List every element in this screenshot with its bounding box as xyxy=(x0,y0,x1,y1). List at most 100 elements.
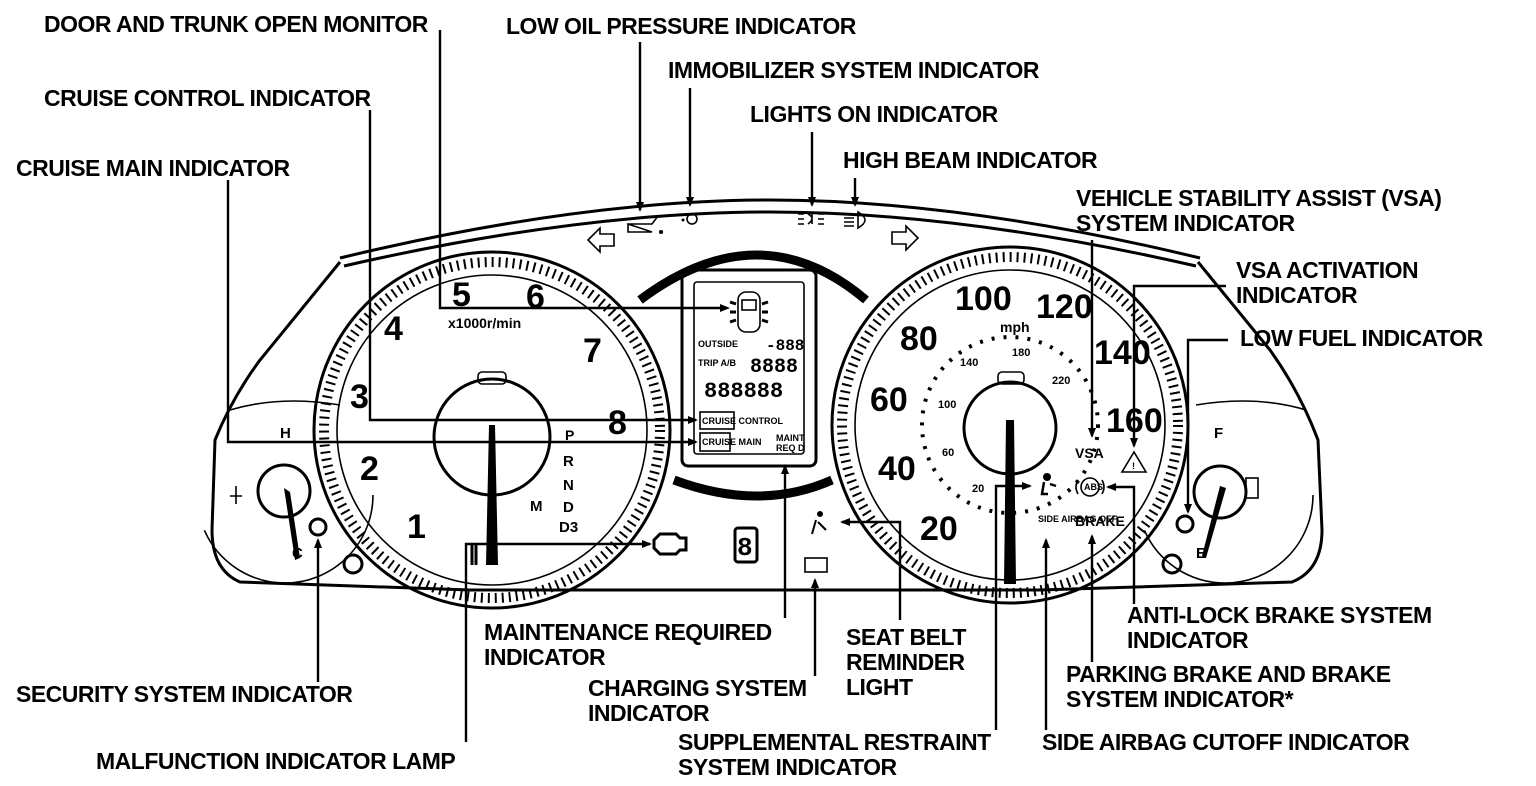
security-lamp xyxy=(308,517,328,537)
seatbelt-icon xyxy=(811,511,827,535)
tach-num-1: 1 xyxy=(407,508,426,546)
display-outside-value: -888 xyxy=(766,337,804,355)
label-parking-2: SYSTEM INDICATOR* xyxy=(1066,686,1294,712)
label-cruise-main: CRUISE MAIN INDICATOR xyxy=(16,155,290,181)
battery-icon xyxy=(804,557,828,573)
speedometer: 20 40 60 80 100 120 140 160 mph 20 60 10… xyxy=(830,245,1190,605)
label-door-trunk: DOOR AND TRUNK OPEN MONITOR xyxy=(44,11,429,37)
kmh-num-100: 100 xyxy=(938,399,956,411)
label-srs-2: SYSTEM INDICATOR xyxy=(678,754,897,780)
leader-lines xyxy=(226,30,1228,742)
label-high-beam: HIGH BEAM INDICATOR xyxy=(843,147,1098,173)
display-trip: TRIP A/B xyxy=(698,358,737,368)
immobilizer-icon xyxy=(681,213,698,225)
vsa-lamp-text: VSA xyxy=(1075,445,1104,461)
tach-num-4: 4 xyxy=(384,310,403,348)
gear-d3: D3 xyxy=(559,519,578,536)
kmh-num-60: 60 xyxy=(942,447,954,459)
kmh-num-140: 140 xyxy=(960,357,978,369)
label-immobilizer: IMMOBILIZER SYSTEM INDICATOR xyxy=(668,57,1040,83)
tach-num-2: 2 xyxy=(360,450,379,488)
kmh-num-180: 180 xyxy=(1012,347,1030,359)
svg-text:ABS: ABS xyxy=(1084,482,1103,492)
temp-cold: C xyxy=(292,545,303,562)
kmh-num-20: 20 xyxy=(972,483,984,495)
maint-required-text-2: REQ D xyxy=(776,443,805,453)
label-vsa-2: SYSTEM INDICATOR xyxy=(1076,210,1295,236)
manual-icon xyxy=(470,544,478,565)
fuel-pump-icon xyxy=(1245,477,1259,499)
display-odo-value: 888888 xyxy=(704,379,783,404)
label-security: SECURITY SYSTEM INDICATOR xyxy=(16,681,353,707)
speed-num-120: 120 xyxy=(1036,288,1093,326)
top-indicators xyxy=(586,210,920,254)
vsa-activation-icon: ! xyxy=(1120,450,1148,473)
speed-num-20: 20 xyxy=(920,510,958,548)
label-abs-1: ANTI-LOCK BRAKE SYSTEM xyxy=(1127,602,1432,628)
lights-on-icon xyxy=(798,213,824,225)
svg-text:CRUISE CONTROL: CRUISE CONTROL xyxy=(702,416,784,426)
speed-num-80: 80 xyxy=(900,320,938,358)
label-cruise-control: CRUISE CONTROL INDICATOR xyxy=(44,85,372,111)
tach-num-8: 8 xyxy=(608,404,627,442)
label-low-fuel: LOW FUEL INDICATOR xyxy=(1240,325,1484,351)
speed-num-140: 140 xyxy=(1094,334,1151,372)
label-vsa-act-2: INDICATOR xyxy=(1236,282,1358,308)
tach-num-5: 5 xyxy=(452,276,471,314)
label-seatbelt-1: SEAT BELT xyxy=(846,624,966,650)
fuel-empty: E xyxy=(1196,545,1206,562)
label-mil: MALFUNCTION INDICATOR LAMP xyxy=(96,748,455,774)
turn-right-arrow-icon xyxy=(891,224,920,252)
tachometer: 1 2 3 4 5 6 7 8 x1000r/min P R N D D3 M xyxy=(312,250,672,610)
label-charging-2: INDICATOR xyxy=(588,700,710,726)
abs-icon: ABS xyxy=(1075,477,1105,497)
brake-lamp-text: BRAKE xyxy=(1075,513,1125,529)
temp-hot: H xyxy=(280,425,291,442)
label-maint-2: INDICATOR xyxy=(484,644,606,670)
svg-text:!: ! xyxy=(1132,461,1135,471)
cluster-housing xyxy=(210,198,1324,592)
turn-left-arrow-icon xyxy=(586,226,615,254)
fuel-gauge: F E xyxy=(1136,406,1314,584)
label-charging-1: CHARGING SYSTEM xyxy=(588,675,807,701)
tach-unit: x1000r/min xyxy=(448,315,521,331)
mil-engine-icon xyxy=(652,532,688,556)
maint-required-text-1: MAINT xyxy=(776,433,805,443)
tach-num-3: 3 xyxy=(350,378,369,416)
srs-icon xyxy=(1040,473,1057,496)
label-maint-1: MAINTENANCE REQUIRED xyxy=(484,619,772,645)
gear-r: R xyxy=(563,453,574,470)
cruise-control-lamp: CRUISE CONTROL xyxy=(699,411,784,430)
low-fuel-lamp xyxy=(1175,514,1195,534)
label-vsa-1: VEHICLE STABILITY ASSIST (VSA) xyxy=(1076,185,1441,211)
label-parking-1: PARKING BRAKE AND BRAKE xyxy=(1066,661,1391,687)
speed-num-100: 100 xyxy=(955,280,1012,318)
gear-digit: 8 xyxy=(737,533,753,563)
tach-num-6: 6 xyxy=(526,278,545,316)
label-seatbelt-3: LIGHT xyxy=(846,674,913,700)
side-airbag-lamp-text: SIDE AIRBAG OFF xyxy=(1038,514,1118,524)
speed-unit: mph xyxy=(1000,319,1030,335)
label-abs-2: INDICATOR xyxy=(1127,627,1249,653)
cruise-main-lamp: CRUISE MAIN xyxy=(699,432,762,452)
label-srs-1: SUPPLEMENTAL RESTRAINT xyxy=(678,729,991,755)
label-low-oil: LOW OIL PRESSURE INDICATOR xyxy=(506,13,857,39)
tach-num-7: 7 xyxy=(583,332,602,370)
label-side-airbag: SIDE AIRBAG CUTOFF INDICATOR xyxy=(1042,729,1410,755)
display-trip-value: 8888 xyxy=(750,356,798,379)
coolant-icon xyxy=(230,486,242,504)
speed-num-60: 60 xyxy=(870,381,908,419)
kmh-num-220: 220 xyxy=(1052,375,1070,387)
gear-d: D xyxy=(563,499,574,516)
center-display: OUTSIDE -888 TRIP A/B 8888 888888 CRUISE… xyxy=(637,250,869,564)
label-seatbelt-2: REMINDER xyxy=(846,649,966,675)
oil-can-icon xyxy=(627,215,663,234)
display-outside: OUTSIDE xyxy=(698,339,738,349)
gear-p: P xyxy=(565,427,574,443)
high-beam-icon xyxy=(844,210,866,230)
svg-text:CRUISE MAIN: CRUISE MAIN xyxy=(702,437,762,447)
label-lights-on: LIGHTS ON INDICATOR xyxy=(750,101,999,127)
speed-num-40: 40 xyxy=(878,450,916,488)
fuel-full: F xyxy=(1214,425,1223,442)
